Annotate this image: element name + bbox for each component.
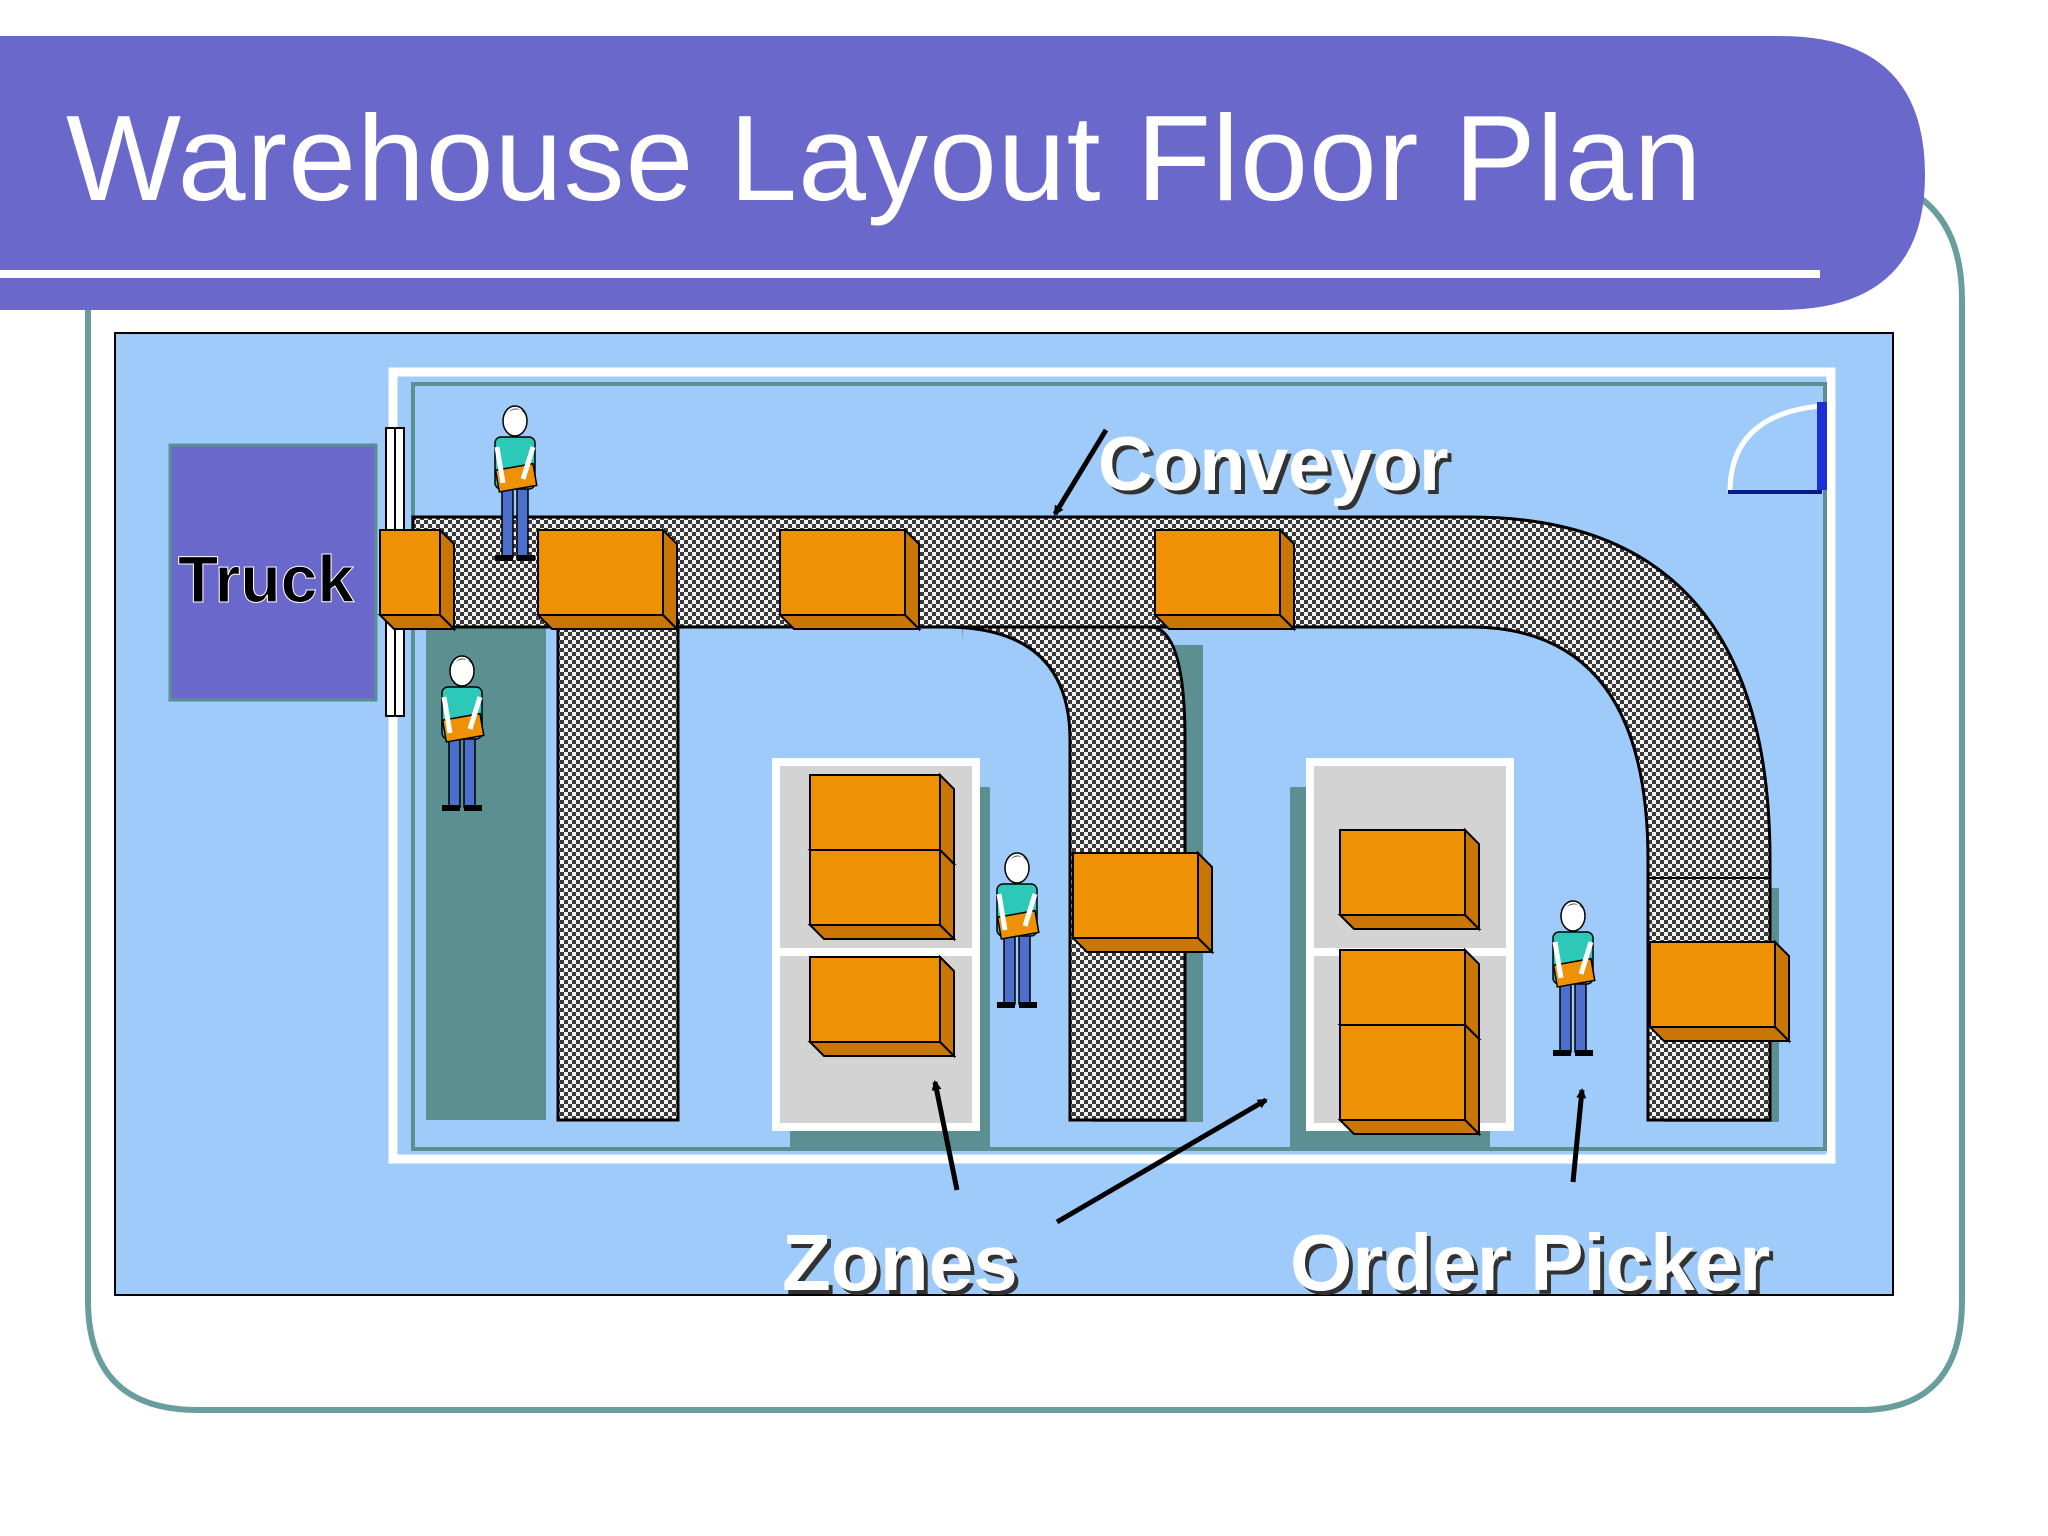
order-picker-arrow	[1570, 1088, 1587, 1183]
package-box	[1070, 850, 1215, 955]
worker-figure	[494, 405, 538, 561]
building-wall-outer	[388, 367, 1836, 1164]
door-icon	[1727, 402, 1827, 494]
slide-frame	[85, 177, 1965, 1413]
conveyor-label: Conveyor	[1098, 422, 1449, 507]
package-box	[377, 527, 457, 632]
package-box	[535, 527, 680, 632]
package-box	[807, 847, 957, 942]
package-box	[1337, 827, 1482, 932]
title-bar	[0, 36, 1925, 310]
worker-figure	[1552, 900, 1596, 1056]
conveyor-arrow	[1052, 428, 1109, 516]
package-box	[777, 527, 922, 632]
order-picker-label: Order Picker	[1290, 1218, 1770, 1307]
zones-arrow-left	[931, 1080, 960, 1191]
truck-label: Truck	[178, 542, 354, 616]
worker-figure	[441, 655, 485, 811]
zones-label: Zones	[782, 1218, 1018, 1307]
zones-arrow-right	[1055, 1097, 1268, 1225]
workers-layer	[441, 405, 1596, 1056]
package-box	[1337, 1022, 1482, 1137]
conveyor-branch-1	[556, 618, 680, 1122]
package-box	[1647, 939, 1792, 1044]
building-wall-inner	[411, 382, 1827, 1151]
worker-figure	[996, 852, 1040, 1008]
page-title: Warehouse Layout Floor Plan	[66, 90, 1703, 226]
package-box	[1152, 527, 1297, 632]
truck-block	[168, 443, 378, 702]
title-underline	[0, 270, 1820, 278]
boxes-layer	[377, 527, 1792, 1137]
package-box	[807, 954, 957, 1059]
conveyor-branch-2	[944, 625, 1187, 1122]
